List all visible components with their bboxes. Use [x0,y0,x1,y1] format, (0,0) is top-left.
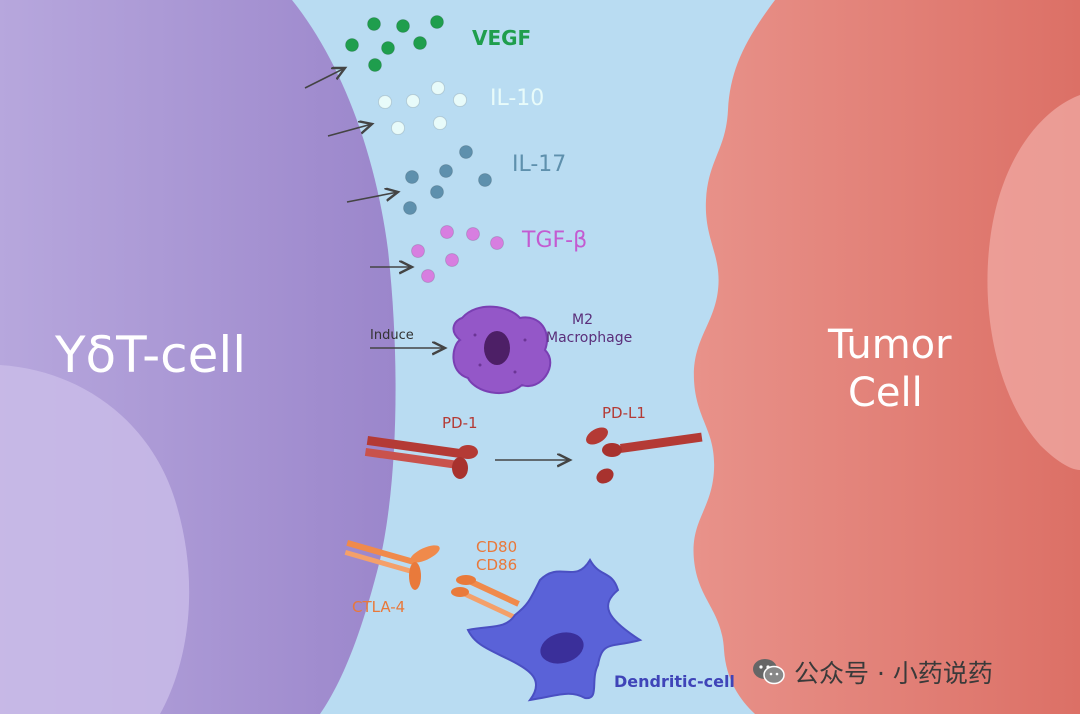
particle-vegf-5 [413,36,427,50]
il17-particles [403,145,492,215]
cytokine-arrows [304,68,570,460]
il17-label: IL-17 [512,152,567,177]
arrow-il17 [346,192,398,203]
il10-particles [378,81,467,135]
particle-il17-0 [459,145,473,159]
tumor-cell-label-line1: Tumor [828,322,952,368]
vegf-particles [345,15,444,72]
ctla4-receptor [344,540,440,590]
wechat-icon [753,659,785,685]
particle-il17-2 [478,173,492,187]
cd86-label: CD86 [476,556,518,574]
m2-label-line1: M2 [572,312,593,328]
cd80-cd86-ligands [451,575,520,620]
t-cell-inner-highlight [0,365,190,714]
induce-label: Induce [370,328,414,343]
pd1-receptor [364,436,478,479]
il10-label: IL-10 [490,86,545,111]
particle-vegf-0 [367,17,381,31]
particle-tgfb-3 [411,244,425,258]
particle-il10-5 [433,116,447,130]
particle-tgfb-1 [466,227,480,241]
particle-il17-4 [430,185,444,199]
m2-macrophage [452,305,552,394]
cd80-label: CD80 [476,538,518,556]
particle-vegf-3 [345,38,359,52]
particle-tgfb-5 [421,269,435,283]
particle-vegf-1 [396,19,410,33]
tgfb-label: TGF-β [522,228,588,253]
particle-il10-2 [431,81,445,95]
pd1-label: PD-1 [442,414,478,432]
particle-il10-0 [378,95,392,109]
particle-il17-1 [439,164,453,178]
watermark: 公众号 · 小药说药 [752,654,1052,690]
particle-tgfb-2 [490,236,504,250]
vegf-label: VEGF [472,26,532,50]
particle-vegf-4 [381,41,395,55]
tgfb-particles [411,225,504,283]
tumor-cell-label-line2: Cell [848,370,923,416]
pdl1-ligand [586,427,703,484]
t-cell-label: YδT-cell [55,326,247,384]
arrow-vegf [304,68,345,89]
particle-tgfb-0 [440,225,454,239]
ctla4-label: CTLA-4 [352,598,406,616]
tumor-nucleus [987,95,1080,470]
particle-il10-3 [453,93,467,107]
dendritic-cell [466,558,643,702]
dendritic-cell-label: Dendritic-cell [614,672,735,691]
particle-vegf-6 [368,58,382,72]
arrow-il10 [327,124,372,137]
particle-vegf-2 [430,15,444,29]
particle-il10-4 [391,121,405,135]
m2-label-line2: Macrophage [546,330,633,346]
tumor-cell [693,0,1080,714]
watermark-text: 公众号 · 小药说药 [794,659,993,688]
particle-il10-1 [406,94,420,108]
particle-tgfb-4 [445,253,459,267]
particle-il17-3 [405,170,419,184]
particle-il17-5 [403,201,417,215]
pdl1-label: PD-L1 [602,404,646,422]
